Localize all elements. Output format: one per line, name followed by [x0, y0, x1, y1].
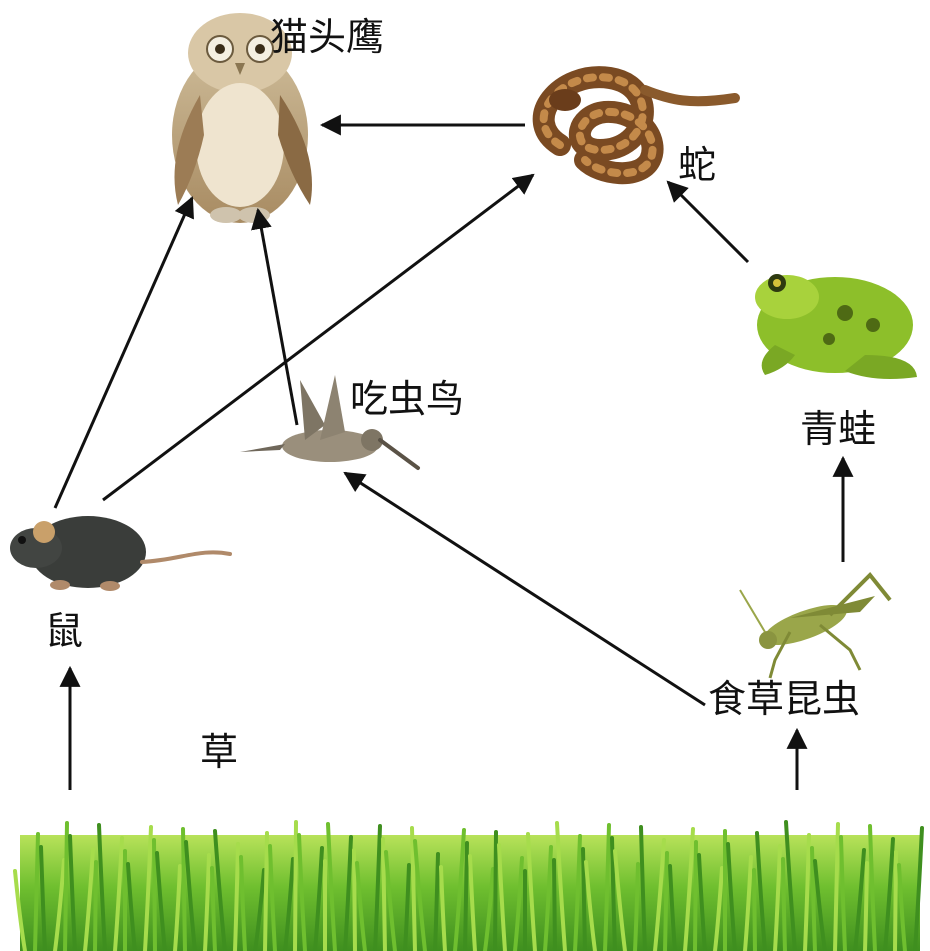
mouse-label: 鼠: [45, 612, 83, 650]
grasshopper-icon: [740, 575, 890, 678]
mouse-icon: [10, 516, 230, 591]
arrow-mouse-to-owl: [55, 198, 192, 508]
arrow-frog-to-snake: [668, 182, 748, 262]
bird-label: 吃虫鸟: [350, 380, 464, 418]
snake-label: 蛇: [678, 146, 716, 184]
frog-icon: [755, 274, 917, 379]
owl-label: 猫头鹰: [270, 18, 384, 56]
grass-label: 草: [200, 733, 238, 771]
insect-label: 食草昆虫: [708, 680, 860, 718]
grass-icon: [15, 822, 922, 951]
arrow-insect-to-bird: [345, 473, 705, 705]
arrow-bird-to-owl: [258, 210, 297, 425]
frog-label: 青蛙: [800, 410, 876, 448]
